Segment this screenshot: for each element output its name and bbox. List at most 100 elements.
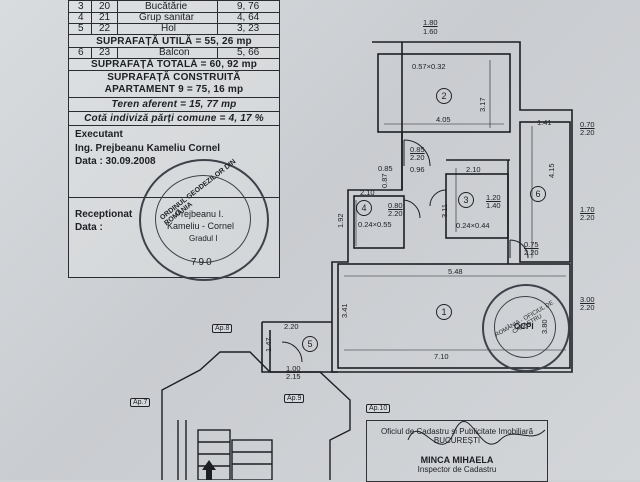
row-area: 9, 76 [237, 1, 260, 12]
dim-0-85: 0.85 [378, 164, 393, 173]
cadastre-line3: MINCA MIHAELA [420, 455, 494, 465]
row-divider [69, 58, 279, 59]
receptionat-label: Receptionat [75, 209, 133, 220]
dim-5-48: 5.48 [448, 267, 463, 276]
row-divider [69, 70, 279, 71]
apartment-label: Ap.10 [366, 404, 391, 413]
executant-name: Ing. Prejbeanu Kameliu Cornel [75, 143, 221, 154]
dim-4-15: 4.15 [547, 163, 556, 178]
built-area-value: APARTAMENT 9 = 75, 16 mp [104, 84, 244, 95]
row-name: Balcon [159, 47, 190, 58]
dim-2-10: 2.10 [466, 165, 481, 174]
row-divider [69, 47, 279, 48]
dim-1-70: 1.70 [580, 205, 595, 214]
dim-0-75: 0.75 [524, 240, 539, 249]
col-divider [117, 1, 118, 34]
col-divider [117, 47, 118, 58]
dim-bath-window: 0.24×0.55 [358, 220, 392, 229]
row-divider [69, 23, 279, 24]
cadastre-line2: BUCUREȘTI [433, 436, 481, 445]
room-number: 6 [530, 186, 546, 202]
dim-1-00: 1.00 [286, 364, 301, 373]
apartment-label: Ap.8 [212, 324, 233, 333]
row-number: 4 [78, 12, 84, 23]
row-name: Hol [161, 23, 177, 34]
dim-0-96: 0.96 [410, 165, 425, 174]
dim-top-1: 1.80 [423, 18, 438, 27]
col-divider [91, 47, 92, 58]
row-id: 21 [99, 12, 111, 23]
dim-kitchen-window: 0.24×0.44 [456, 221, 490, 230]
cadastre-stamp-label: OCPI [514, 322, 534, 331]
row-divider [69, 97, 279, 98]
dim-0-87: 0.87 [380, 173, 389, 188]
row-divider [69, 12, 279, 13]
dim-1-20: 1.20 [486, 193, 501, 202]
row-divider [69, 34, 279, 35]
col-divider [217, 47, 218, 58]
dim-height: 3.17 [478, 97, 487, 112]
stamp-number: 790 [191, 257, 214, 268]
dim-3-41: 3.41 [340, 303, 349, 318]
col-divider [217, 1, 218, 34]
row-area: 4, 64 [237, 12, 260, 23]
surveyor-stamp: ORDINUL GEODEZILOR DIN ROMÂNIA Prejbeanu… [139, 158, 269, 281]
dim-door-h: 2.20 [410, 153, 425, 162]
dim-1-92: 1.92 [336, 213, 345, 228]
dim-2-20: 2.20 [580, 128, 595, 137]
dim-3-00: 3.00 [580, 295, 595, 304]
room-number: 3 [458, 192, 474, 208]
dim-2-15: 2.15 [286, 372, 301, 381]
dim-0-80: 0.80 [388, 201, 403, 210]
built-area-title: SUPRAFAȚĂ CONSTRUITĂ [107, 72, 241, 83]
dim-door: 0.85 [410, 145, 425, 154]
dim-2-10b: 2.10 [360, 188, 375, 197]
dim-2-20f: 2.20 [580, 303, 595, 312]
row-name: Bucătărie [145, 1, 188, 12]
stamp-name2: Kameliu - Cornel [167, 221, 235, 231]
cadastre-line1: Oficiul de Cadastru și Publicitate Imobi… [380, 427, 534, 436]
row-id: 22 [99, 23, 111, 34]
dim-width: 4.05 [436, 115, 451, 124]
row-area: 3, 23 [237, 23, 260, 34]
dim-1-40: 1.40 [486, 201, 501, 210]
apartment-label: Ap.9 [284, 394, 305, 403]
row-number: 3 [78, 1, 84, 12]
useful-area: SUPRAFAȚĂ UTILĂ = 55, 26 mp [96, 36, 252, 47]
dim-2-20d: 2.20 [388, 209, 403, 218]
dim-2-20e: 2.20 [524, 248, 539, 257]
common-share: Cotă indiviză părți comune = 4, 17 % [84, 113, 264, 124]
row-divider [69, 111, 279, 112]
receptionat-date: Data : [75, 222, 103, 233]
dim-1-41: 1.41 [537, 118, 552, 127]
dim-window: 0.57×0.32 [412, 62, 446, 71]
cadastre-stamp-inner [494, 296, 556, 358]
dim-0-70: 0.70 [580, 120, 595, 129]
room-number: 4 [356, 200, 372, 216]
col-divider [91, 1, 92, 34]
row-id: 23 [99, 47, 111, 58]
stamp-grade: Gradul I [189, 234, 218, 243]
row-number: 6 [78, 47, 84, 58]
dim-2-20g: 2.20 [284, 322, 299, 331]
stamp-inner-ring [155, 175, 251, 263]
cadastre-office-stamp: ROMÂNIA · OFICIUL DE CADASTRU OCPI [482, 284, 570, 372]
dim-top-2: 1.60 [423, 27, 438, 36]
room-number: 5 [302, 336, 318, 352]
row-divider [69, 125, 279, 126]
dim-1-47: 1.47 [264, 337, 273, 352]
row-name: Grup sanitar [139, 12, 195, 23]
row-area: 5, 66 [237, 47, 260, 58]
executant-date: Data : 30.09.2008 [75, 156, 156, 167]
dim-2-20c: 2.20 [580, 213, 595, 222]
land-area: Teren aferent = 15, 77 mp [111, 99, 237, 110]
room-number: 1 [436, 304, 452, 320]
stamp-name1: Prejbeanu I. [175, 209, 224, 219]
row-number: 5 [78, 23, 84, 34]
row-id: 20 [99, 1, 111, 12]
dim-7-10: 7.10 [434, 352, 449, 361]
cadastre-office-box: Oficiul de Cadastru și Publicitate Imobi… [366, 420, 548, 482]
total-area: SUPRAFAȚĂ TOTALĂ = 60, 92 mp [90, 59, 258, 70]
